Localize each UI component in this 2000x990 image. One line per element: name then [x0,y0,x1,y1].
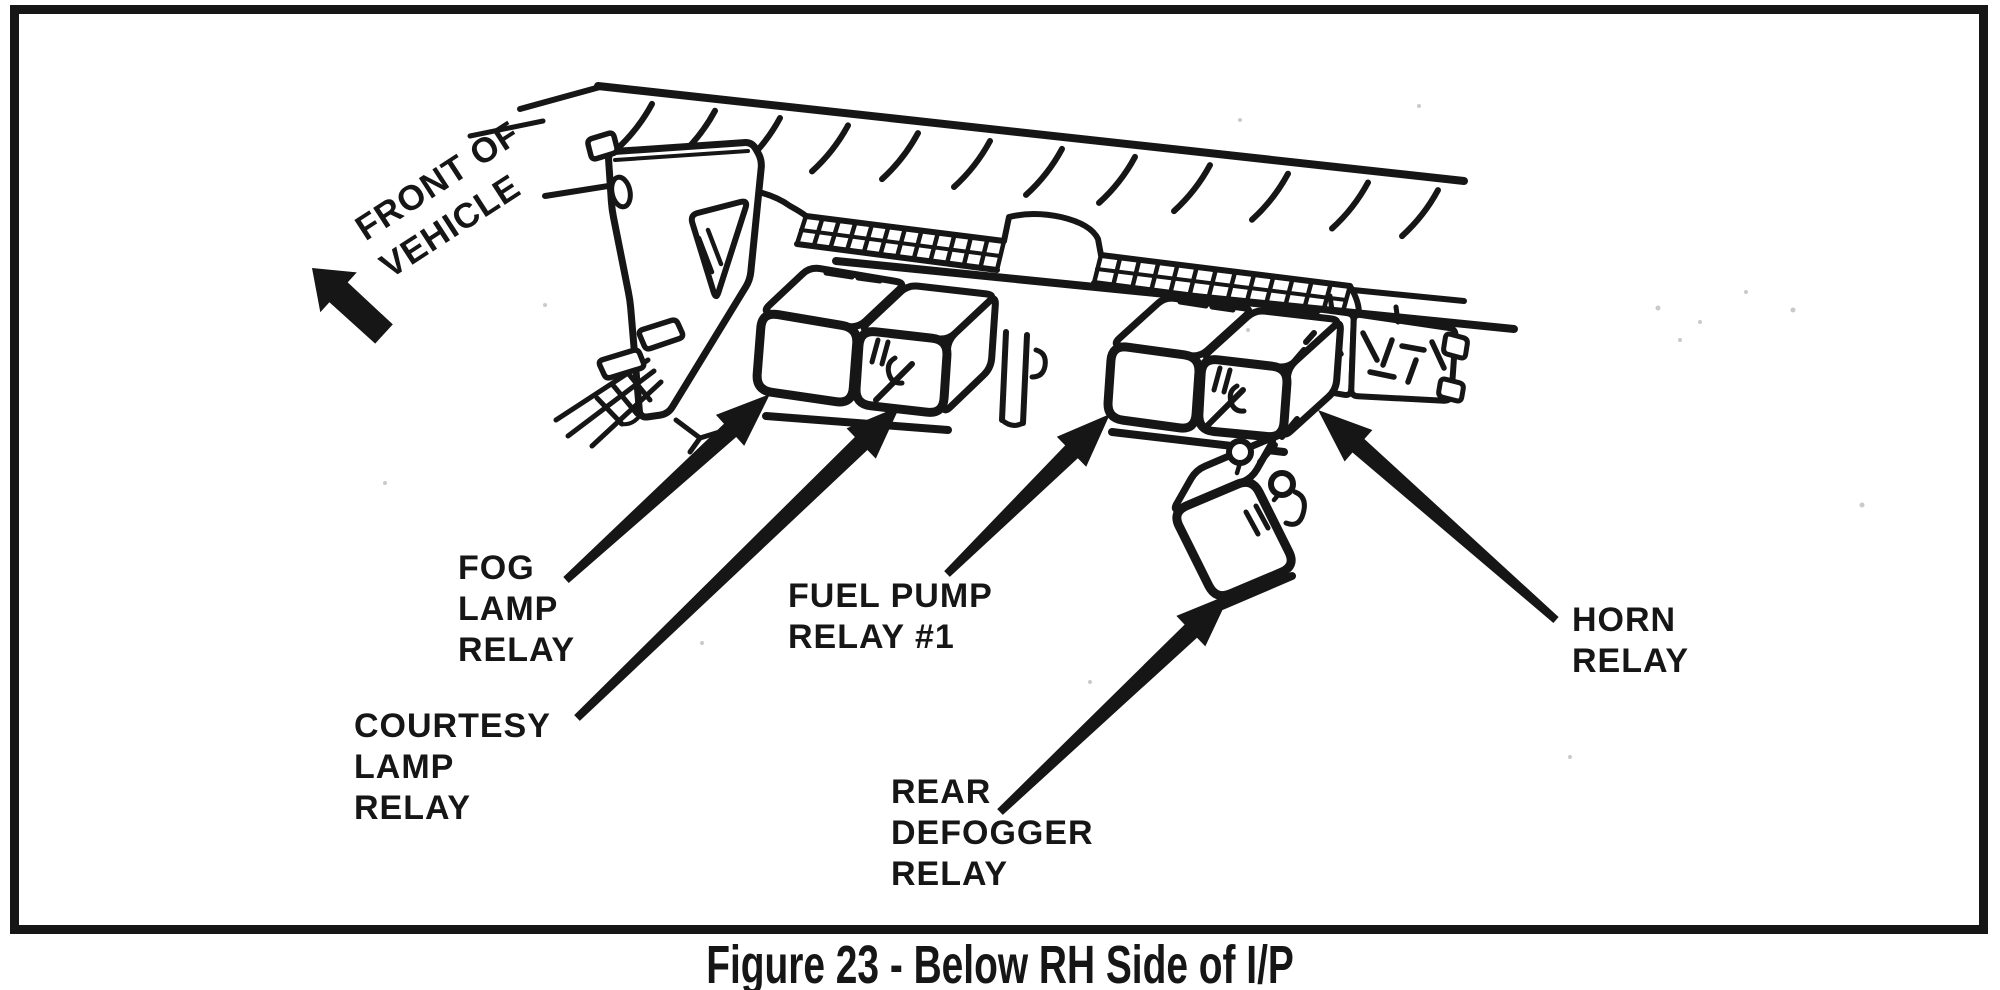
rear-defogger-arrow [997,594,1230,815]
courtesy-lamp-arrow [574,406,900,721]
scan-speckles [383,104,1865,759]
relay-pair-left [752,264,999,434]
front-of-vehicle-arrow-icon [312,268,393,344]
callout-arrows [312,268,1559,815]
fog-lamp-arrow [563,394,770,583]
label-fuel-pump-relay-1: FUEL PUMP RELAY #1 [788,576,993,658]
label-line: RELAY #1 [788,618,955,656]
label-line: LAMP [354,748,455,786]
label-rear-defogger-relay: REAR DEFOGGER RELAY [891,772,1094,895]
label-courtesy-lamp-relay: COURTESY LAMP RELAY [354,706,551,829]
label-line: FOG [458,549,535,587]
relay-pair-right [1103,294,1344,456]
dash-panel [467,82,1468,240]
label-line: RELAY [891,855,1009,893]
rear-defogger-relay-shape [1171,435,1307,610]
label-line: FUEL PUMP [788,577,993,615]
horn-relay-arrow [1318,410,1559,623]
wiring [553,317,686,449]
label-line: DEFOGGER [891,814,1094,852]
label-line: RELAY [458,631,576,669]
label-line: RELAY [354,789,472,827]
label-line: LAMP [458,590,559,628]
fuel-pump-arrow [944,414,1110,577]
label-horn-relay: HORN RELAY [1572,600,1689,682]
label-fog-lamp-relay: FOG LAMP RELAY [458,548,575,671]
label-line: RELAY [1572,642,1690,680]
figure-caption: Figure 23 - Below RH Side of I/P [706,935,1294,990]
center-bracket [999,329,1048,428]
label-line: REAR [891,773,992,811]
leader-dashes [1257,330,1317,465]
figure-border [10,5,1988,934]
label-line: HORN [1572,601,1677,639]
label-line: COURTESY [354,707,551,745]
